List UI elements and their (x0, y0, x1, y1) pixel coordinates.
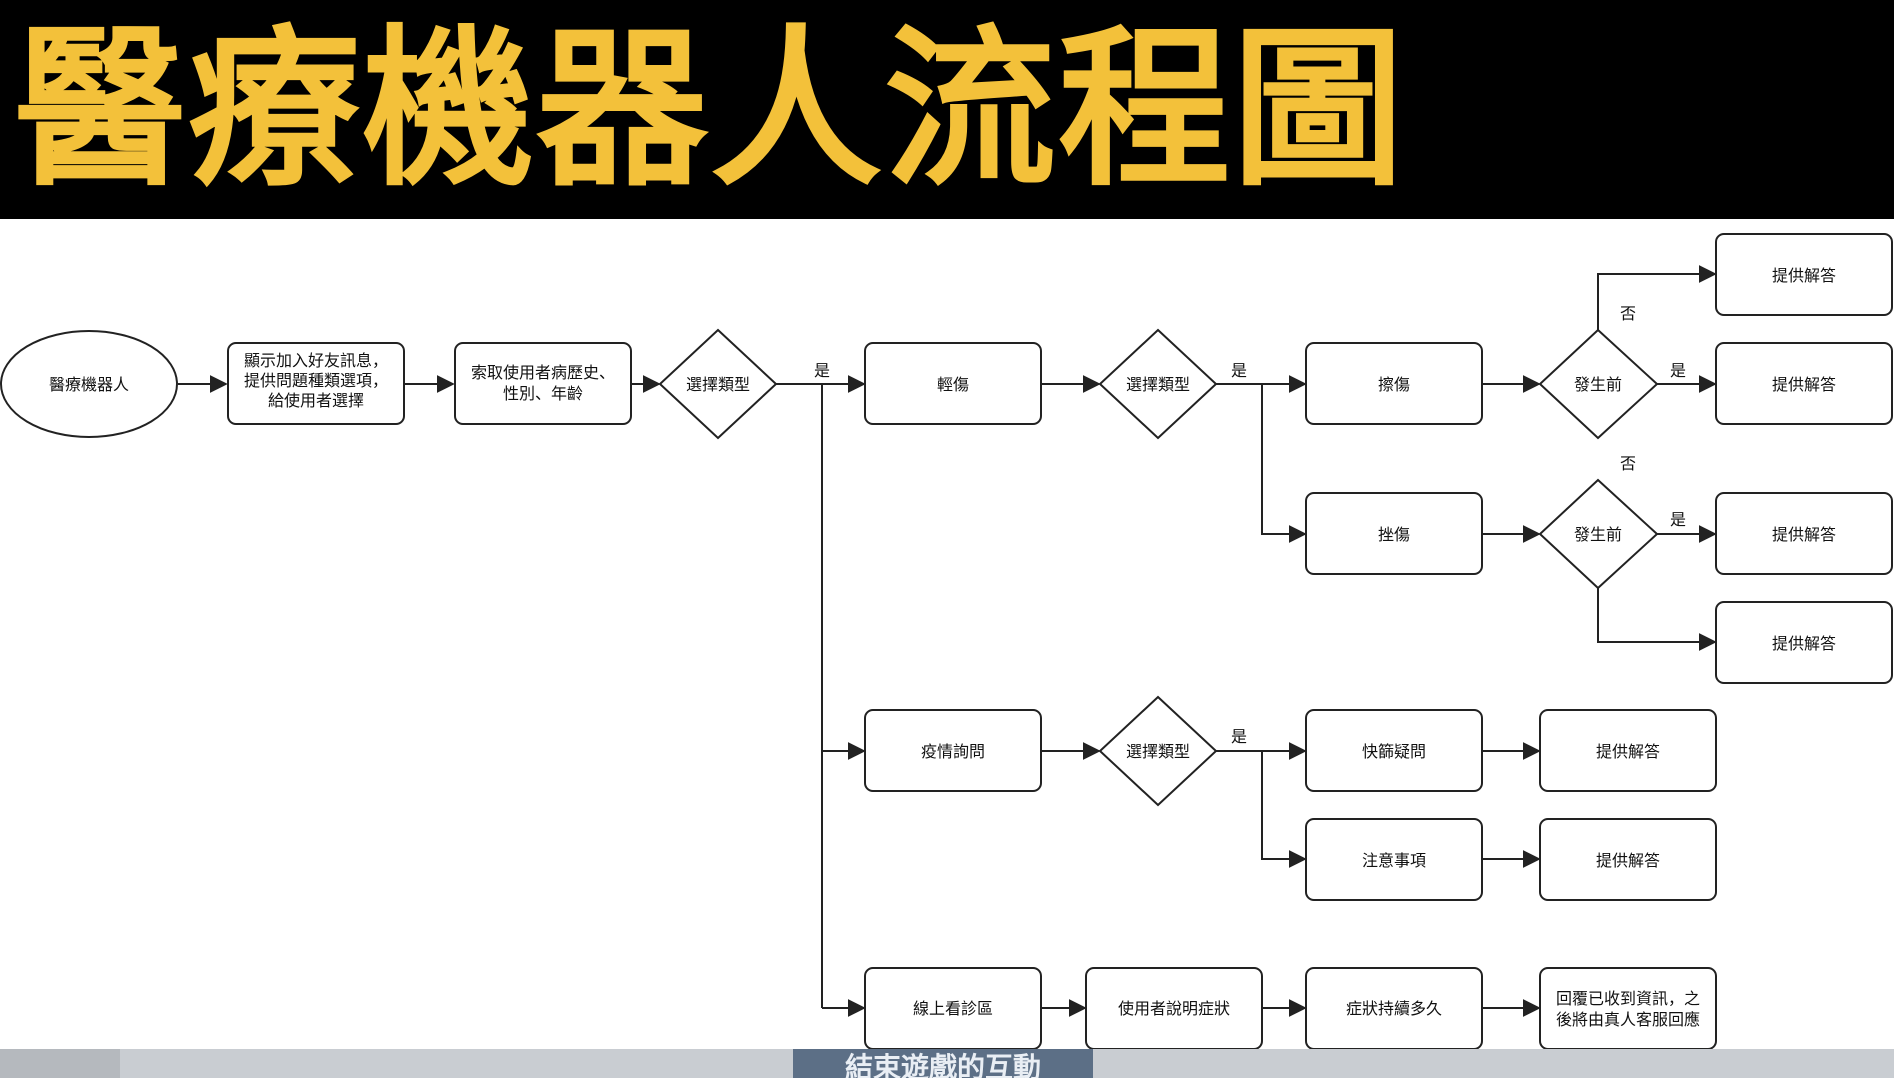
node-decision-epidemic-label: 選擇類型 (1126, 742, 1190, 761)
node-answer3-box (1715, 492, 1893, 575)
node-online-label: 線上看診區 (913, 999, 993, 1018)
node-decision-main-diamond (658, 328, 778, 440)
node-duration-label: 症狀持續多久 (1346, 999, 1442, 1018)
edge-label-yes-2: 是 (1670, 510, 1686, 529)
node-answer4-label: 提供解答 (1772, 634, 1836, 653)
node-labels: 醫療機器人 顯示加入好友訊息， 提供問題種類選項， 給使用者選擇 索取使用者病歷… (49, 266, 1836, 1029)
node-welcome-line-1: 顯示加入好友訊息， (244, 351, 388, 370)
bottom-strip-left (0, 1049, 120, 1078)
node-answer4-box (1715, 601, 1893, 684)
edge-label-yes-1: 是 (1670, 361, 1686, 380)
node-collect-line-2: 性別、年齡 (503, 384, 583, 403)
bottom-tab: 結束遊戲的互動 (793, 1049, 1093, 1078)
node-epidemic-label: 疫情詢問 (921, 742, 985, 761)
node-before1-label: 發生前 (1574, 375, 1622, 394)
node-reply-line-2: 後將由真人客服回應 (1556, 1010, 1700, 1029)
node-start-ellipse (0, 330, 178, 438)
edge-to-precautions (1261, 751, 1307, 868)
node-before2-diamond (1538, 478, 1659, 590)
node-answer6-box (1539, 818, 1717, 901)
node-answer2-box (1715, 342, 1893, 425)
edge-labels: 是 是 否 是 否 是 是 (814, 304, 1686, 746)
node-bruise-box (1305, 492, 1483, 575)
node-rapid-box (1305, 709, 1483, 792)
node-answer6-label: 提供解答 (1596, 851, 1660, 870)
node-before2-label: 發生前 (1574, 525, 1622, 544)
node-answer3-label: 提供解答 (1772, 525, 1836, 544)
edge-label-yes-injury: 是 (1231, 361, 1247, 380)
page-title: 醫療機器人流程圖 (14, 9, 1406, 210)
connectors (178, 265, 1717, 1017)
edge-label-no-2: 否 (1620, 454, 1636, 473)
node-sprain-box (1305, 342, 1483, 425)
title-bar: 醫療機器人流程圖 (0, 0, 1894, 219)
bottom-strip: 結束遊戲的互動 (0, 1049, 1894, 1078)
node-start-label: 醫療機器人 (49, 375, 129, 394)
node-precautions-box (1305, 818, 1483, 901)
node-epidemic-box (864, 709, 1042, 792)
node-welcome-line-2: 提供問題種類選項， (244, 371, 388, 390)
node-answer1-box (1715, 233, 1893, 316)
node-answer5-box (1539, 709, 1717, 792)
node-minor-box (864, 342, 1042, 425)
node-decision-main-label: 選擇類型 (686, 375, 750, 394)
node-before1-diamond (1538, 328, 1659, 440)
node-precautions-label: 注意事項 (1362, 851, 1426, 870)
node-decision-injury-diamond (1098, 328, 1218, 440)
edge-label-yes-epidemic: 是 (1231, 727, 1247, 746)
flowchart-canvas: 醫療機器人 顯示加入好友訊息， 提供問題種類選項， 給使用者選擇 索取使用者病歷… (0, 219, 1894, 1050)
flowchart-svg: 醫療機器人 顯示加入好友訊息， 提供問題種類選項， 給使用者選擇 索取使用者病歷… (0, 233, 1893, 1050)
node-answer5-label: 提供解答 (1596, 742, 1660, 761)
node-answer2-label: 提供解答 (1772, 375, 1836, 394)
node-welcome-line-3: 給使用者選擇 (268, 391, 364, 410)
node-welcome-box (227, 342, 405, 425)
node-collect-box (454, 342, 632, 425)
node-decision-injury-label: 選擇類型 (1126, 375, 1190, 394)
edge-to-bruise (1261, 384, 1307, 543)
node-reply-line-1: 回覆已收到資訊，之 (1556, 989, 1700, 1008)
node-sprain-label: 擦傷 (1378, 375, 1410, 394)
edge-label-no-1: 否 (1620, 304, 1636, 323)
edge-before2-no (1597, 588, 1717, 651)
edge-label-yes-main: 是 (814, 361, 830, 380)
edge-before1-no (1597, 265, 1717, 330)
node-describe-label: 使用者說明症狀 (1118, 999, 1230, 1018)
shapes (0, 233, 1893, 1050)
node-answer1-label: 提供解答 (1772, 266, 1836, 285)
node-reply-box (1539, 967, 1717, 1050)
node-bruise-label: 挫傷 (1378, 525, 1410, 544)
node-rapid-label: 快篩疑問 (1362, 742, 1426, 761)
node-decision-epidemic-diamond (1098, 695, 1218, 807)
node-collect-line-1: 索取使用者病歷史、 (471, 363, 615, 382)
node-minor-label: 輕傷 (937, 375, 969, 394)
